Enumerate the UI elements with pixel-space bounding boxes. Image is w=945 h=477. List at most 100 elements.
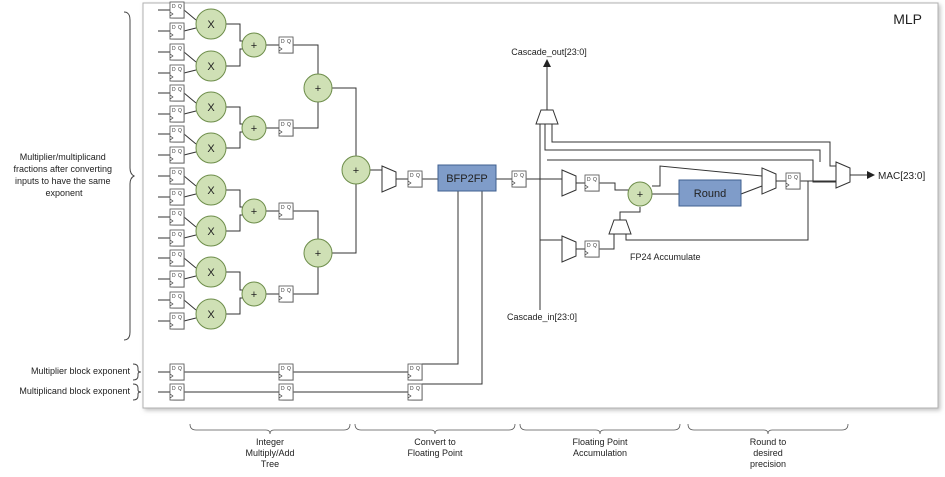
multiplier-op-symbol: X [207, 19, 215, 31]
flop-d: D [172, 87, 176, 93]
mac-output-label: MAC[23:0] [878, 171, 925, 182]
wire [547, 159, 836, 183]
bfp2fp-block [437, 164, 497, 192]
stage-brace [687, 423, 849, 435]
flop-q: Q [178, 170, 182, 176]
flop-q: Q [178, 366, 182, 372]
adder-op-symbol: + [251, 206, 257, 218]
acc-mux-1 [561, 169, 577, 197]
flop-d: D [172, 67, 176, 73]
multiplier-op-symbol: X [207, 309, 215, 321]
wire [183, 133, 197, 145]
stage-label-line: Multiply/Add [245, 448, 294, 458]
flop-q: Q [178, 273, 182, 279]
flop-q: Q [178, 4, 182, 10]
fractions-label-line: exponent [45, 188, 83, 198]
flop-d: D [172, 232, 176, 238]
flop-d: D [172, 252, 176, 258]
wire [226, 106, 244, 125]
wire [183, 317, 197, 322]
flop-d: D [172, 149, 176, 155]
stage-label-line: Tree [261, 459, 279, 469]
wire [740, 185, 763, 195]
flop-d: D [410, 173, 414, 179]
multiplier-op: X [195, 215, 227, 247]
wire [652, 165, 763, 187]
wire [226, 23, 244, 42]
flop-q: Q [178, 191, 182, 197]
wire [422, 191, 483, 385]
multiplier-op-symbol: X [207, 267, 215, 279]
flop-q: Q [287, 366, 291, 372]
stage-brace [189, 423, 351, 435]
adder-op: + [341, 155, 371, 185]
flop-q: Q [593, 177, 597, 183]
stage-brace [354, 423, 516, 435]
wire [293, 267, 319, 295]
wire [183, 151, 197, 156]
flop-q: Q [287, 386, 291, 392]
multiplier-op: X [195, 256, 227, 288]
stage-label-line: Round to [750, 437, 787, 447]
stage-label-line: Convert to [414, 437, 456, 447]
multiplicand-exp-brace [132, 383, 142, 401]
adder-op-symbol: + [353, 165, 359, 177]
adder-op: + [241, 281, 267, 307]
flop-q: Q [178, 386, 182, 392]
wire [183, 9, 197, 21]
fractions-label: Multiplier/multiplicand fractions after … [13, 152, 114, 198]
wire [293, 44, 319, 74]
wire [183, 275, 197, 280]
acc-mux-2 [561, 235, 577, 263]
cascade-out-mux [535, 109, 559, 125]
stage-label-line: desired [753, 448, 783, 458]
flop-d: D [172, 386, 176, 392]
tree-output-mux [381, 165, 397, 193]
output-mux [835, 161, 851, 189]
stage-label-line: precision [750, 459, 786, 469]
wire [599, 234, 615, 250]
wire [332, 184, 357, 254]
stage-label-line: Floating Point [407, 448, 463, 458]
flop-d: D [410, 366, 414, 372]
wire [183, 216, 197, 228]
wire [332, 87, 357, 156]
wires [158, 9, 836, 393]
flop-d: D [281, 122, 285, 128]
bfp2fp-label: BFP2FP [446, 173, 488, 185]
flop-q: Q [287, 205, 291, 211]
flop-d: D [514, 173, 518, 179]
flop-q: Q [416, 366, 420, 372]
cascade-out-label: Cascade_out[23:0] [511, 47, 587, 57]
flop-d: D [172, 273, 176, 279]
adder-op-symbol: + [315, 83, 321, 95]
wire [183, 51, 197, 63]
flop-q: Q [178, 252, 182, 258]
flop-q: Q [287, 288, 291, 294]
wire [599, 182, 630, 191]
round-label: Round [694, 188, 726, 200]
adder-op: + [303, 238, 333, 268]
multiplier-op-symbol: X [207, 143, 215, 155]
wire [619, 207, 641, 220]
flop-d: D [172, 46, 176, 52]
multiplier-op: X [195, 50, 227, 82]
wire [226, 214, 244, 232]
flop-q: Q [178, 232, 182, 238]
multiplicand-exponent-label: Multiplicand block exponent [19, 386, 130, 396]
